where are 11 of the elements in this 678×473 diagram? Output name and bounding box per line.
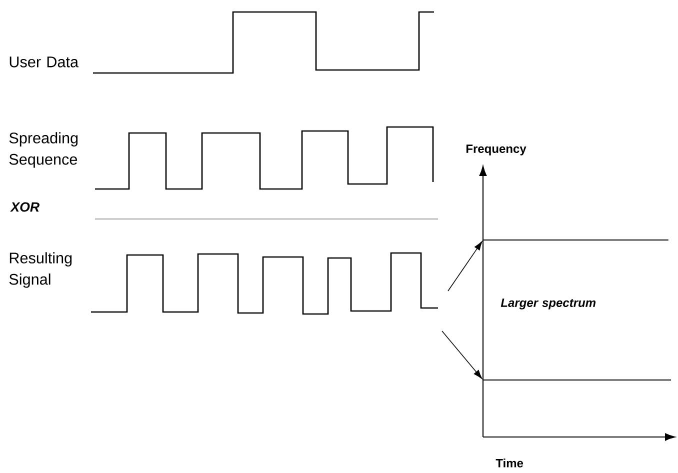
band-line [483,379,671,381]
axis-label: Time [496,458,524,468]
axis-label: Frequency [466,144,526,156]
signal-label: User Data [10,56,79,68]
arrow [442,330,482,379]
region-label: Larger spectrum [500,298,596,310]
signal-label: Resulting Signal [9,252,72,288]
band-line [483,239,668,241]
signal-label: Spreading Sequence [9,132,78,168]
arrow [448,241,482,292]
operator-label: XOR [10,202,40,212]
